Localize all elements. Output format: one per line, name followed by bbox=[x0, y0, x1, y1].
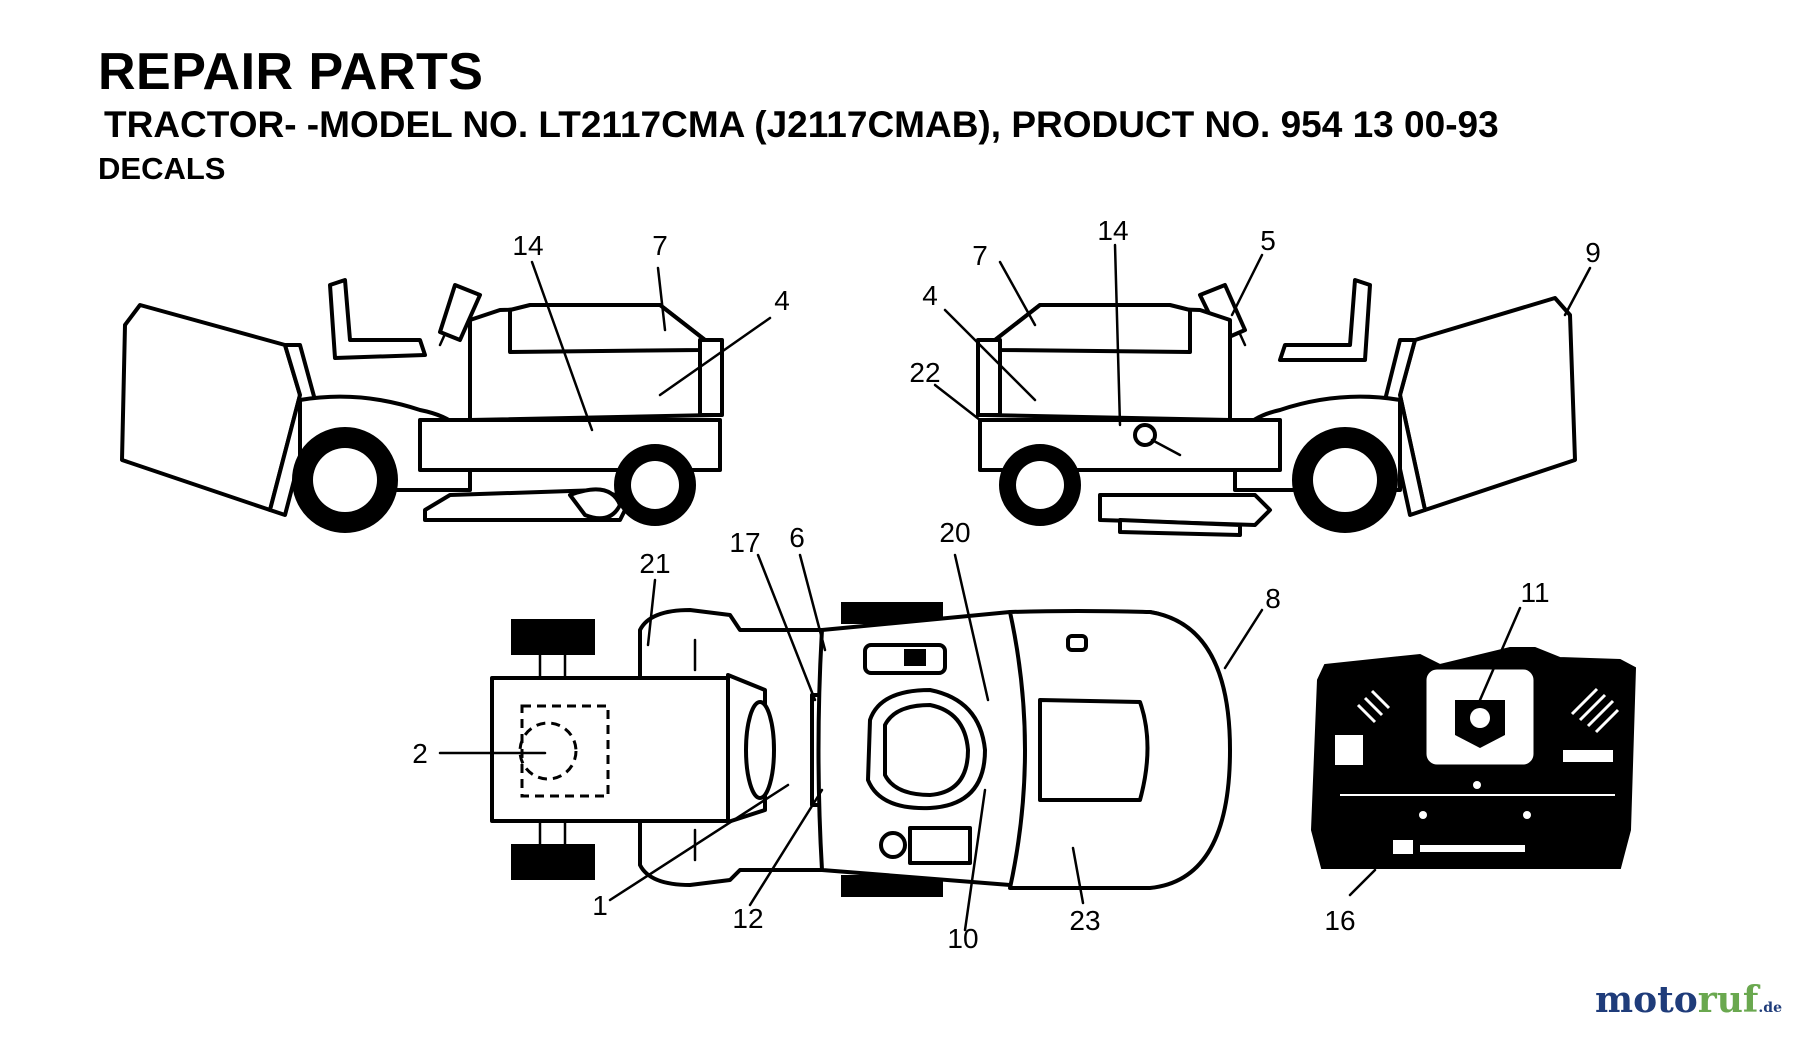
callout-7-left: 7 bbox=[652, 230, 668, 261]
callout-4-left: 4 bbox=[774, 285, 790, 316]
callout-23-top: 23 bbox=[1069, 905, 1100, 936]
page-title: REPAIR PARTS bbox=[98, 43, 484, 101]
callout-14-right: 14 bbox=[1097, 215, 1128, 246]
callout-10-top: 10 bbox=[947, 923, 978, 954]
callout-20-top: 20 bbox=[939, 517, 970, 548]
callout-22-right: 22 bbox=[909, 357, 940, 388]
tractor-top-view: 21 17 6 20 8 2 1 12 10 23 bbox=[412, 517, 1281, 954]
callout-2-top: 2 bbox=[412, 738, 428, 769]
callout-5-right: 5 bbox=[1260, 225, 1276, 256]
tractor-right-side-view: 7 14 5 9 4 22 bbox=[909, 215, 1601, 537]
callout-12-top: 12 bbox=[732, 903, 763, 934]
tractor-left-side-view: 14 7 4 bbox=[120, 230, 790, 533]
dash-panel-view: 11 16 bbox=[1310, 577, 1637, 936]
watermark-logo: motoruf.de bbox=[1595, 979, 1782, 1021]
callout-21-top: 21 bbox=[639, 548, 670, 579]
callout-7-right: 7 bbox=[972, 240, 988, 271]
callout-8-top: 8 bbox=[1265, 583, 1281, 614]
callout-4-right: 4 bbox=[922, 280, 938, 311]
section-title: DECALS bbox=[98, 151, 226, 186]
callout-17-top: 17 bbox=[729, 527, 760, 558]
model-subtitle: TRACTOR- -MODEL NO. LT2117CMA (J2117CMAB… bbox=[104, 104, 1499, 145]
callout-14-left: 14 bbox=[512, 230, 543, 261]
callout-1-top: 1 bbox=[592, 890, 608, 921]
callout-16-panel: 16 bbox=[1324, 905, 1355, 936]
callout-9-right: 9 bbox=[1585, 237, 1601, 268]
callout-6-top: 6 bbox=[789, 522, 805, 553]
callout-11-panel: 11 bbox=[1520, 577, 1549, 608]
